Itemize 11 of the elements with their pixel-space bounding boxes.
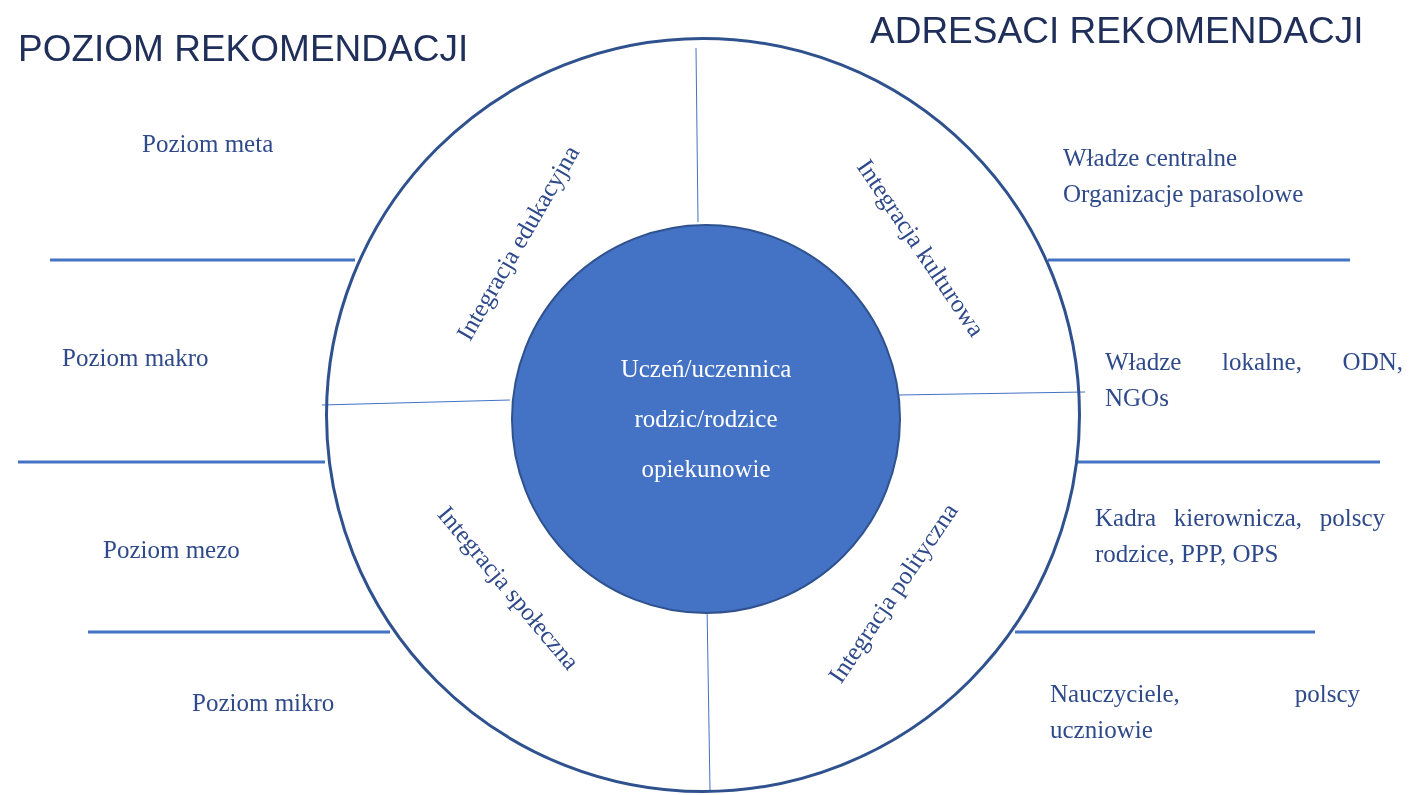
addressee-label: Władze lokalne, ODN, NGOs [1105,347,1403,414]
level-label: Poziom makro [62,343,209,373]
heading: POZIOM REKOMENDACJI [18,28,469,70]
level-label: Poziom mikro [192,688,335,718]
addressee-label: Organizacje parasolowe [1063,179,1304,209]
heading: ADRESACI REKOMENDACJI [870,10,1364,52]
level-label: Poziom meta [142,129,274,159]
level-label: Poziom mezo [103,535,240,565]
addressee-label: Władze centralne [1063,143,1238,173]
addressee-label: Kadra kierownicza, polscy rodzice, PPP, OPS [1095,503,1385,570]
addressee-label: Nauczyciele, polscy uczniowie [1050,679,1360,746]
